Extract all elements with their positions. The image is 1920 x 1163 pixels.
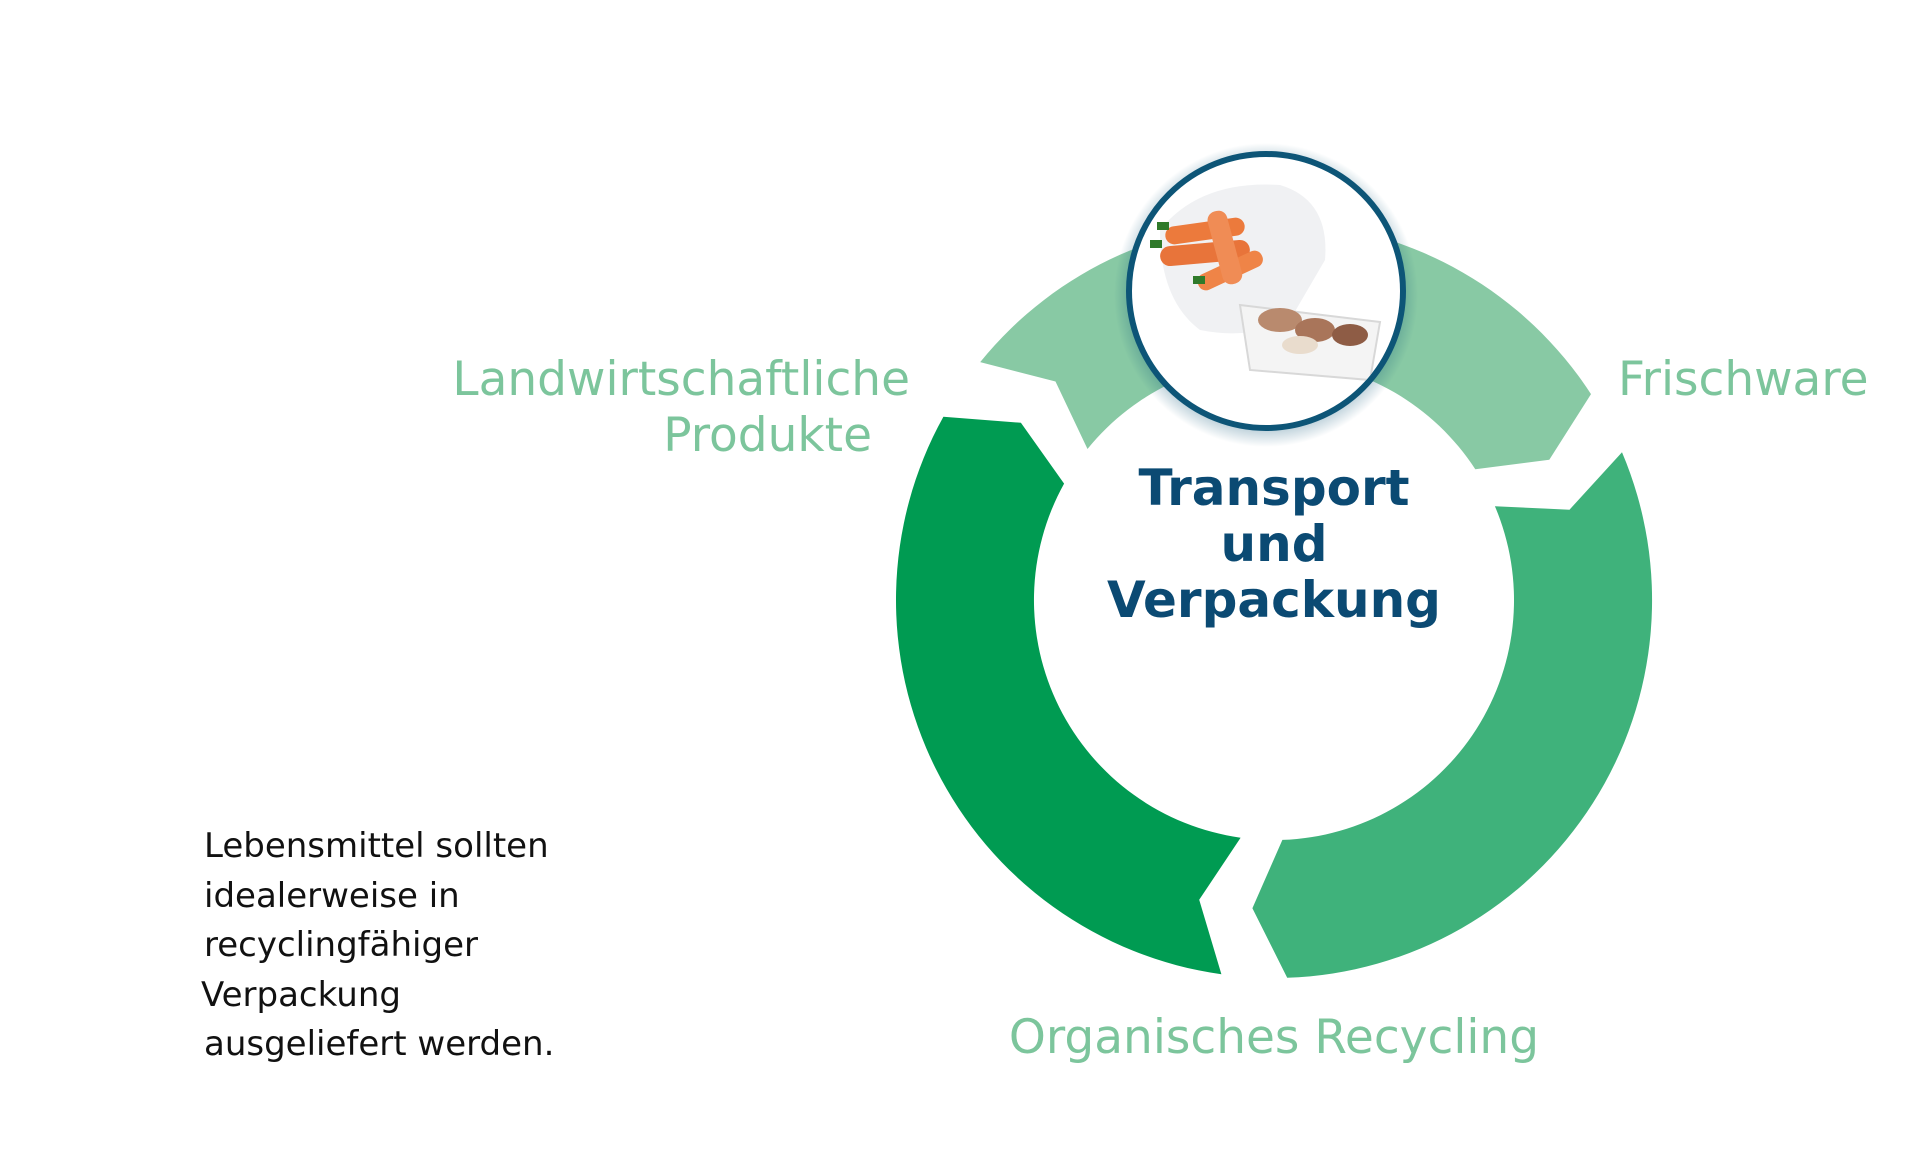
stage-label-fresh-goods: Frischware bbox=[1618, 352, 1869, 407]
stage-label-line: Produkte bbox=[663, 408, 872, 463]
segment-fresh-goods bbox=[1252, 452, 1653, 978]
center-title-line: Transport bbox=[1138, 459, 1410, 517]
stage-label-organic-recycling: Organisches Recycling bbox=[1008, 1010, 1540, 1065]
packaging-photo bbox=[1114, 143, 1418, 447]
center-title: Transport und Verpackung bbox=[1107, 460, 1441, 628]
segment-organic-recycling bbox=[895, 416, 1241, 975]
note-line: Verpackung bbox=[201, 974, 401, 1015]
note-paragraph: Lebensmittel sollten idealerweise in rec… bbox=[201, 822, 555, 1070]
note-line: idealerweise in bbox=[204, 875, 460, 916]
carrots-icon bbox=[1150, 210, 1263, 291]
note-line: recyclingfähiger bbox=[204, 925, 478, 965]
stage-label-line: Landwirtschaftliche bbox=[452, 352, 910, 407]
center-title-line: Verpackung bbox=[1107, 571, 1441, 629]
note-line: ausgeliefert werden. bbox=[204, 1024, 555, 1064]
center-title-line: und bbox=[1220, 515, 1328, 573]
stage-label-agricultural-products: Landwirtschaftliche Produkte bbox=[452, 352, 910, 464]
note-line: Lebensmittel sollten bbox=[204, 826, 549, 866]
